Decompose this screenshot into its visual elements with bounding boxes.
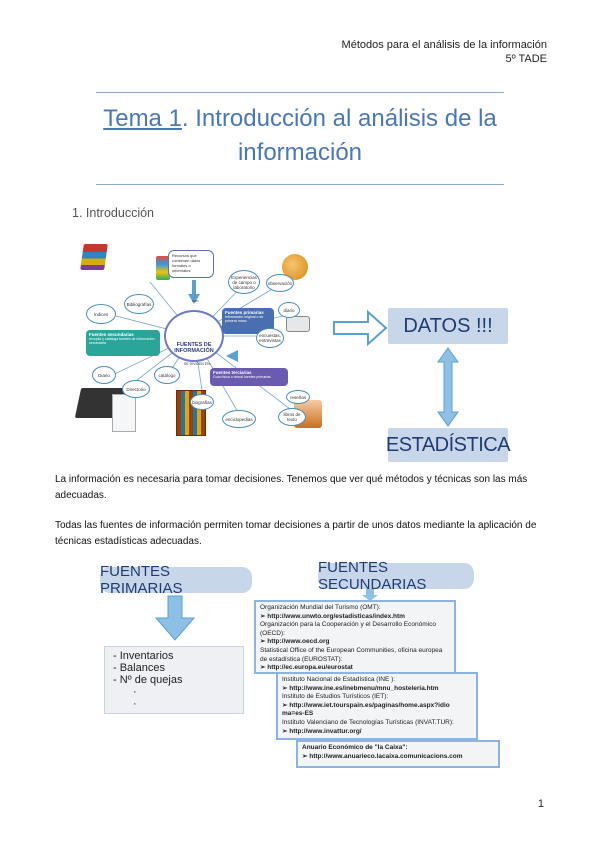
header-course: Métodos para el análisis de la informaci… <box>341 39 547 51</box>
down-arrow-icon <box>154 595 196 641</box>
fuentes-secundarias-desc: recopila y cataloga fuentes de informaci… <box>89 337 155 345</box>
node-diario: diario <box>278 302 300 318</box>
double-arrow-icon <box>437 347 459 427</box>
document-header: Métodos para el análisis de la informaci… <box>342 38 547 66</box>
source-url: ➢ http://www.invattur.org/ <box>282 727 362 735</box>
typewriter-image <box>286 316 310 332</box>
node-bibliografias: Bibliografías <box>124 294 154 314</box>
paragraph-1: La información es necesaria para tomar d… <box>55 474 528 501</box>
paragraph-2: Todas las fuentes de información permite… <box>55 520 537 547</box>
source-line: Instituto de Estudios Turísticos (IET): <box>282 693 389 701</box>
node-libros-texto: libros de texto <box>278 408 306 426</box>
fuentes-secundarias-label: Fuentes secundarias <box>89 332 134 337</box>
page-title: Tema 1. Introducción al análisis de la i… <box>70 102 530 170</box>
mindmap-figure: Recursos que contienen datos formales o … <box>72 244 324 444</box>
title-text-line2: información <box>237 139 363 166</box>
fuentes-primarias-desc: Información original o de primera mano <box>225 315 264 323</box>
node-diario-2: Diario <box>92 366 116 384</box>
secundarias-box-caixa: Anuario Económico de "la Caixa": ➢ http:… <box>296 740 500 768</box>
primarias-item: · <box>133 686 137 698</box>
node-encuestas: encuestas, entrevistas <box>256 328 284 348</box>
node-catalogo: catálogo <box>154 366 180 384</box>
node-biografias: biografías <box>190 394 214 410</box>
fuentes-terciarias-box: Fuentes terciarias Guía física o virtual… <box>210 368 288 386</box>
source-line: Anuario Económico de "la Caixa": <box>302 744 408 751</box>
primarias-item: · <box>133 698 137 710</box>
secundarias-box-international: Organización Mundial del Turismo (OMT): … <box>254 600 456 674</box>
diagram-arrows <box>333 309 459 427</box>
fuentes-primarias-box: Fuentes primarias Información original o… <box>222 308 274 334</box>
node-directorio: Directorio <box>122 380 150 398</box>
title-text: . Introducción al análisis de la <box>181 105 497 132</box>
source-line: Instituto Nacional de Estadística (INE )… <box>282 676 396 683</box>
right-arrow-icon <box>333 309 388 347</box>
fuentes-terciarias-desc: Guía física o virtual fuentes primarias <box>213 375 271 379</box>
node-observacion: observación <box>266 274 294 292</box>
estadistica-box: ESTADÍSTICA <box>386 428 511 462</box>
datos-box: DATOS !!! <box>388 308 508 344</box>
papers-image <box>112 394 136 432</box>
source-url: ➢ http://www.iet.tourspain.es/paginas/ho… <box>282 701 450 718</box>
recursos-box: Recursos que contienen datos formales o … <box>168 250 214 278</box>
source-url: ➢ http://www.unwto.org/estadisticas/inde… <box>260 612 405 620</box>
son-label: son <box>192 298 199 303</box>
source-url: ➢ http://www.ine.es/inebmenu/mnu_hostele… <box>282 684 439 692</box>
fuentes-terciarias-label: Fuentes terciarias <box>213 370 252 375</box>
source-url: ➢ http://www.oecd.org <box>260 638 330 646</box>
node-indices: Índices <box>86 304 116 324</box>
node-experiencias: Experiencias de campo o laboratorio <box>228 270 260 294</box>
primarias-item: - Inventarios <box>113 650 174 662</box>
primarias-list: - Inventarios - Balances - Nº de quejas … <box>104 646 244 714</box>
source-line: Organización para la Cooperación y el De… <box>260 621 436 637</box>
node-resenas: reseñas <box>286 390 310 404</box>
source-line: Instituto Valenciano de Tecnologías Turí… <box>282 718 454 726</box>
fuentes-primarias-header: FUENTES PRIMARIAS <box>100 563 252 597</box>
fuentes-secundarias-box: Fuentes secundarias recopila y cataloga … <box>86 330 160 356</box>
se-dividen-label: SE DIVIDEN EN: <box>184 362 211 366</box>
page-number: 1 <box>537 798 544 810</box>
primarias-item: - Balances <box>113 662 165 674</box>
title-topic: Tema 1 <box>103 105 182 132</box>
book-stack-image <box>156 256 170 280</box>
primarias-item: - Nº de quejas <box>113 674 183 686</box>
title-rule-bottom <box>96 184 504 185</box>
source-url: ➢ http://www.anuarieco.lacaixa.comunicac… <box>302 752 463 760</box>
center-node: FUENTES DE INFORMACIÓN <box>164 310 224 362</box>
small-arrow-icon <box>362 589 378 601</box>
fuentes-primarias-label: Fuentes primarias <box>225 310 264 315</box>
node-enciclopedias: enciclopedias <box>222 410 256 428</box>
source-line: Organización Mundial del Turismo (OMT): <box>260 604 381 611</box>
secundarias-box-national: Instituto Nacional de Estadística (INE )… <box>276 672 478 740</box>
source-line: Statistical Office of the European Commu… <box>260 646 443 663</box>
fuentes-secundarias-header: FUENTES SECUNDARIAS <box>318 559 474 593</box>
title-rule-top <box>96 92 504 93</box>
header-group: 5º TADE <box>505 53 547 65</box>
books-image <box>80 244 108 270</box>
source-url: ➢ http://ec.europa.eu/eurostat <box>260 664 353 672</box>
section-heading: 1. Introducción <box>72 206 154 220</box>
